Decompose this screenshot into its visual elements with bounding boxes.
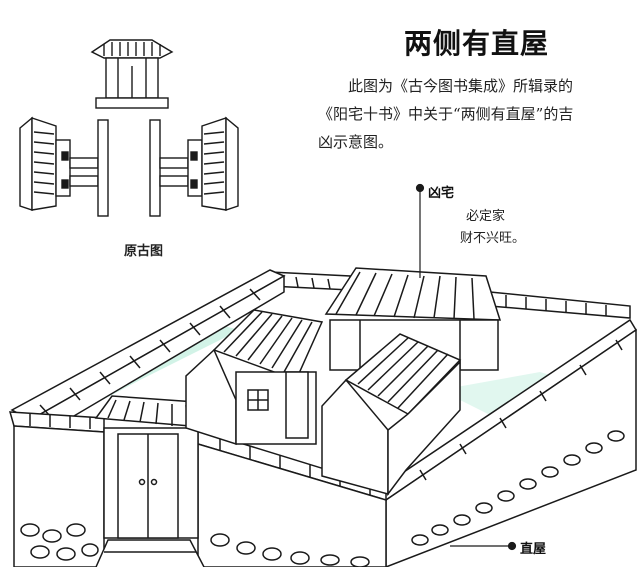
front-gate bbox=[94, 395, 216, 567]
ancient-left-house bbox=[19, 116, 109, 217]
left-straight-house bbox=[185, 309, 324, 446]
note-line-1: 必定家 bbox=[466, 209, 506, 224]
right-straight-house bbox=[321, 333, 462, 497]
ancient-right-house bbox=[149, 116, 239, 217]
bad-house-note: 必定家 财不兴旺。 bbox=[460, 206, 530, 250]
description: 此图为《古今图书集成》所辑录的 《阳宅十书》中关于“两侧有直屋”的吉 凶示意图。 bbox=[318, 72, 636, 156]
front-wall bbox=[8, 411, 387, 567]
straight-house-label: 直屋 bbox=[520, 542, 547, 557]
bad-house-label: 凶宅 bbox=[428, 186, 455, 201]
callout-lines bbox=[415, 183, 517, 551]
note-line-2: 财不兴旺。 bbox=[460, 231, 526, 246]
page-title: 两侧有直屋 bbox=[404, 27, 550, 60]
description-line-2: 《阳宅十书》中关于“两侧有直屋”的吉 bbox=[318, 105, 574, 123]
back-wall bbox=[269, 271, 631, 319]
description-line-3: 凶示意图。 bbox=[318, 133, 394, 151]
courtyard-illustration bbox=[8, 267, 638, 567]
ancient-diagram-caption: 原古图 bbox=[124, 244, 164, 259]
description-line-1: 此图为《古今图书集成》所辑录的 bbox=[348, 77, 574, 95]
ancient-top-gatehouse bbox=[90, 39, 174, 109]
right-wall bbox=[379, 318, 638, 567]
